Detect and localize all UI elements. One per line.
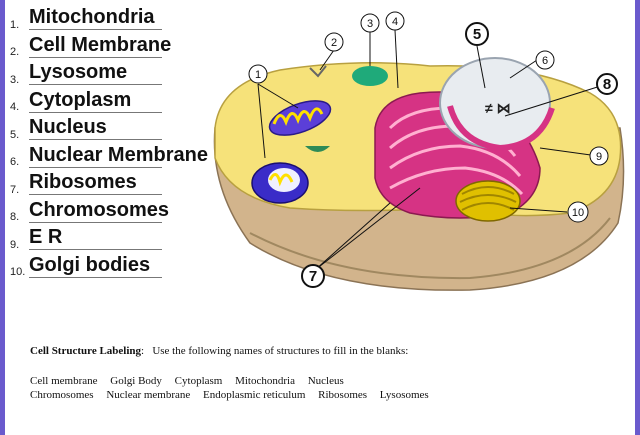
word-bank-item: Ribosomes	[318, 389, 368, 401]
answer-text: Mitochondria	[29, 6, 155, 28]
answer-text: Chromosomes	[29, 198, 170, 221]
nucleus-shape: ≠ ⋈	[439, 57, 555, 152]
vesicle	[305, 146, 330, 152]
answer-text: Ribosomes	[29, 171, 137, 193]
blank-line	[29, 221, 162, 223]
word-bank-item: Endoplasmic reticulum	[203, 389, 306, 401]
mitochondrion-bottom	[251, 162, 309, 204]
diagram-label-9: 9	[589, 146, 609, 166]
diagram-label-2: 2	[324, 32, 344, 52]
svg-text:3: 3	[367, 18, 373, 30]
svg-text:≠ ⋈: ≠ ⋈	[485, 100, 511, 116]
diagram-label-8: 8	[596, 73, 618, 95]
diagram-label-3: 3	[360, 13, 380, 33]
right-edge-bar	[635, 0, 640, 435]
diagram-label-10: 10	[567, 201, 589, 223]
svg-text:2: 2	[331, 37, 337, 49]
diagram-label-1: 1	[248, 64, 268, 84]
word-bank-item: Cytoplasm	[174, 375, 223, 387]
svg-text:8: 8	[603, 76, 611, 93]
lysosome-shape	[352, 66, 388, 86]
word-bank-row: Chromosomes Nuclear membrane Endoplasmic…	[30, 388, 439, 402]
diagram-label-5: 5	[465, 22, 489, 46]
blank-line	[29, 194, 162, 195]
word-bank-item: Chromosomes	[30, 389, 94, 401]
diagram-labels: 1 2 3 4 5 6 7 8 9 10	[248, 11, 618, 288]
answer-number: 6.	[10, 156, 20, 168]
cell-shadow	[249, 217, 611, 280]
word-bank-item: Golgi Body	[110, 375, 162, 387]
answer-number: 10.	[10, 266, 26, 278]
blank-line	[29, 56, 162, 58]
answer-number: 9.	[10, 238, 20, 251]
answer-number: 7.	[10, 183, 20, 196]
answer-number: 5.	[10, 128, 20, 141]
blank-line	[29, 139, 162, 140]
svg-text:9: 9	[596, 151, 602, 163]
svg-text:1: 1	[255, 69, 261, 81]
answer-text: Cell Membrane	[29, 33, 172, 56]
svg-text:5: 5	[473, 26, 481, 43]
answer-text: Golgi bodies	[29, 253, 151, 276]
answer-text: Lysosome	[29, 61, 128, 83]
word-bank: Cell membrane Golgi Body Cytoplasm Mitoc…	[30, 374, 439, 402]
word-bank-item: Mitochondria	[235, 375, 295, 387]
word-bank-item: Cell membrane	[30, 375, 98, 387]
blank-line	[29, 276, 162, 278]
svg-text:10: 10	[572, 207, 584, 219]
blank-line	[29, 111, 162, 113]
answer-text: E R	[29, 226, 63, 248]
answer-number: 2.	[10, 46, 20, 58]
svg-text:6: 6	[542, 55, 548, 67]
word-bank-item: Nuclear membrane	[106, 389, 191, 401]
leader-lines	[257, 29, 608, 271]
answer-text: Cytoplasm	[29, 88, 132, 111]
diagram-label-7: 7	[301, 264, 325, 288]
cell-membrane	[309, 65, 327, 78]
instructions: Cell Structure Labeling: Use the followi…	[30, 345, 409, 357]
animal-cell-diagram: ≠ ⋈ 1 2 3 4 5 6 7 8 9 10	[213, 11, 625, 291]
diagram-label-4: 4	[385, 11, 405, 31]
instructions-text: Use the following names of structures to…	[152, 345, 409, 357]
instructions-title: Cell Structure Labeling	[30, 345, 142, 357]
blank-line	[29, 84, 162, 85]
word-bank-item: Lysosomes	[379, 389, 429, 401]
answer-text: Nucleus	[29, 116, 107, 138]
answer-number: 3.	[10, 73, 20, 86]
answer-text: Nuclear Membrane	[29, 143, 208, 166]
answer-number: 1.	[10, 18, 20, 31]
answer-number: 8.	[10, 211, 20, 223]
answer-number: 4.	[10, 101, 20, 113]
diagram-label-6: 6	[535, 50, 555, 70]
word-bank-item: Nucleus	[307, 375, 344, 387]
blank-line	[29, 249, 162, 250]
svg-text:7: 7	[309, 268, 317, 285]
word-bank-row: Cell membrane Golgi Body Cytoplasm Mitoc…	[30, 374, 439, 388]
blank-line	[29, 166, 162, 168]
left-edge-bar	[0, 0, 5, 435]
blank-line	[29, 29, 162, 30]
svg-text:4: 4	[392, 16, 398, 28]
golgi-body	[455, 180, 521, 222]
mitochondrion-top	[268, 100, 332, 136]
